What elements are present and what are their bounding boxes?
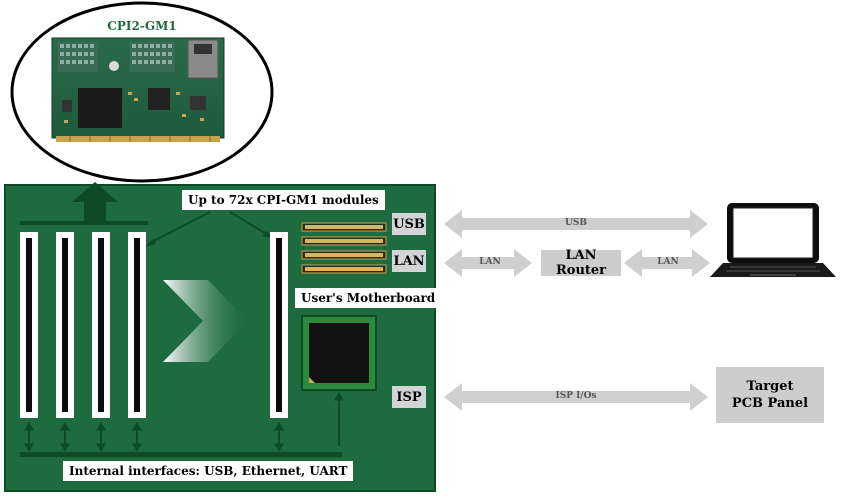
module-title: CPI2-GM1 — [107, 19, 177, 33]
isp-port-label: ISP — [392, 386, 426, 408]
lan-link-left-label: LAN — [479, 257, 501, 267]
internal-interfaces-label: Internal interfaces: USB, Ethernet, UART — [63, 461, 354, 481]
motherboard-label: User's Motherboard — [295, 288, 442, 308]
target-pcb-box: Target PCB Panel — [716, 367, 824, 423]
link-arrows — [444, 210, 710, 411]
usb-link-label: USB — [565, 218, 587, 228]
isp-link-label: ISP I/Os — [555, 391, 597, 401]
internal-bus — [20, 452, 342, 457]
up-arrow — [72, 182, 118, 221]
continuation-chevron — [163, 280, 248, 362]
connector-headers — [301, 222, 387, 274]
module-bus-bar — [20, 221, 148, 225]
usb-port-label: USB — [392, 213, 426, 235]
lan-router-box: LAN Router — [541, 248, 621, 278]
module-slots — [20, 232, 288, 418]
lan-link-right-label: LAN — [657, 257, 679, 267]
lan-port-label: LAN — [392, 250, 426, 272]
module-photo — [51, 37, 225, 142]
modules-label: Up to 72x CPI-GM1 modules — [182, 190, 385, 210]
interface-arrows — [24, 391, 344, 453]
laptop-icon — [710, 203, 836, 277]
